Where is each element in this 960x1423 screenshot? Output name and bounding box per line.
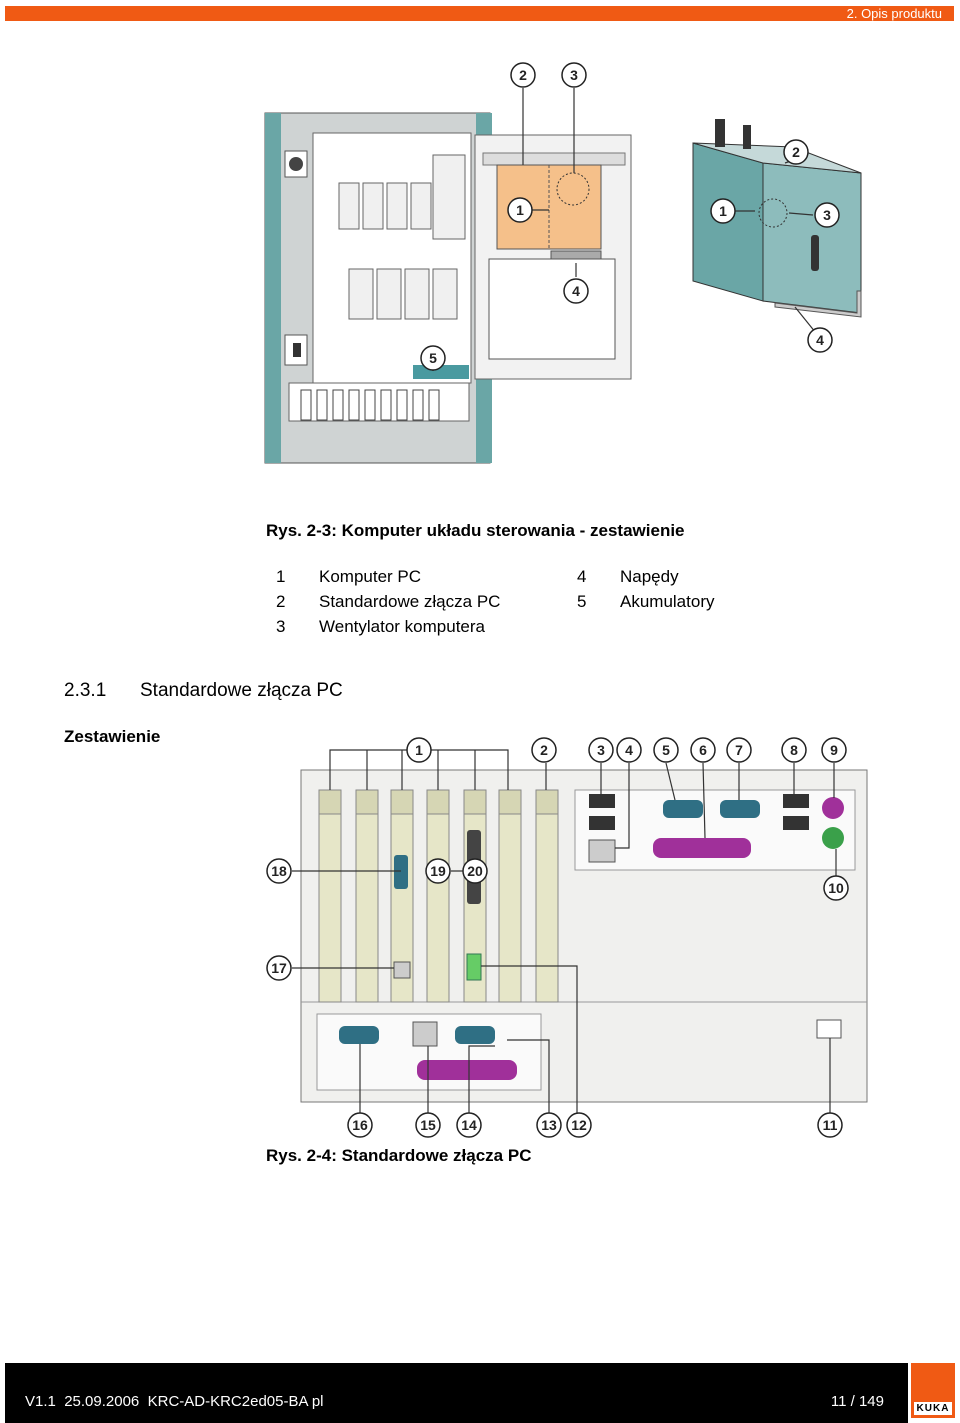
svg-text:8: 8 xyxy=(790,742,798,758)
svg-text:4: 4 xyxy=(816,332,824,348)
svg-text:1: 1 xyxy=(719,203,727,219)
svg-text:17: 17 xyxy=(271,960,287,976)
figure1-caption: Rys. 2-3: Komputer układu sterowania - z… xyxy=(266,521,685,540)
svg-text:12: 12 xyxy=(571,1117,587,1133)
svg-text:14: 14 xyxy=(461,1117,477,1133)
svg-text:10: 10 xyxy=(828,880,844,896)
figure-pc-connectors: 1 2 3 4 5 6 7 8 9 10 11 12 13 14 15 16 1… xyxy=(266,737,868,1138)
footer-page-number: 11 / 149 xyxy=(830,1393,884,1410)
svg-text:2: 2 xyxy=(540,742,548,758)
svg-text:3: 3 xyxy=(597,742,605,758)
svg-text:4: 4 xyxy=(625,742,633,758)
section-number: 2.3.1 xyxy=(64,680,107,701)
svg-text:2: 2 xyxy=(792,144,800,160)
svg-text:1: 1 xyxy=(516,202,524,218)
svg-text:3: 3 xyxy=(823,207,831,223)
footer-bar: V1.1 25.09.2006 KRC-AD-KRC2ed05-BA pl 11… xyxy=(5,1363,908,1423)
figure2-callouts: 1 2 3 4 5 6 7 8 9 10 11 12 13 14 15 16 1… xyxy=(266,737,849,1138)
kuka-logo: KUKA xyxy=(911,1363,955,1418)
svg-text:9: 9 xyxy=(830,742,838,758)
svg-text:13: 13 xyxy=(541,1117,557,1133)
figure2-caption: Rys. 2-4: Standardowe złącza PC xyxy=(266,1146,532,1165)
svg-text:4: 4 xyxy=(572,283,580,299)
svg-text:7: 7 xyxy=(735,742,743,758)
svg-text:19: 19 xyxy=(430,863,446,879)
svg-text:20: 20 xyxy=(467,863,483,879)
svg-text:1: 1 xyxy=(415,742,423,758)
svg-text:6: 6 xyxy=(699,742,707,758)
section-title: Standardowe złącza PC xyxy=(140,680,343,701)
svg-text:2: 2 xyxy=(519,67,527,83)
header-bar: 2. Opis produktu xyxy=(5,6,954,21)
svg-text:15: 15 xyxy=(420,1117,436,1133)
svg-text:5: 5 xyxy=(662,742,670,758)
svg-text:3: 3 xyxy=(570,67,578,83)
side-label: Zestawienie xyxy=(64,727,161,746)
figure1-callouts: 2 3 1 4 5 1 2 3 4 xyxy=(420,62,840,371)
header-section-title: 2. Opis produktu xyxy=(846,6,942,21)
svg-text:18: 18 xyxy=(271,863,287,879)
svg-text:5: 5 xyxy=(429,350,437,366)
svg-text:16: 16 xyxy=(352,1117,368,1133)
kuka-logo-text: KUKA xyxy=(914,1402,952,1415)
svg-text:11: 11 xyxy=(823,1117,838,1133)
footer-document-info: V1.1 25.09.2006 KRC-AD-KRC2ed05-BA pl xyxy=(25,1393,324,1410)
figure-cabinet-overview: 2 3 1 4 5 1 2 3 4 xyxy=(264,62,862,464)
